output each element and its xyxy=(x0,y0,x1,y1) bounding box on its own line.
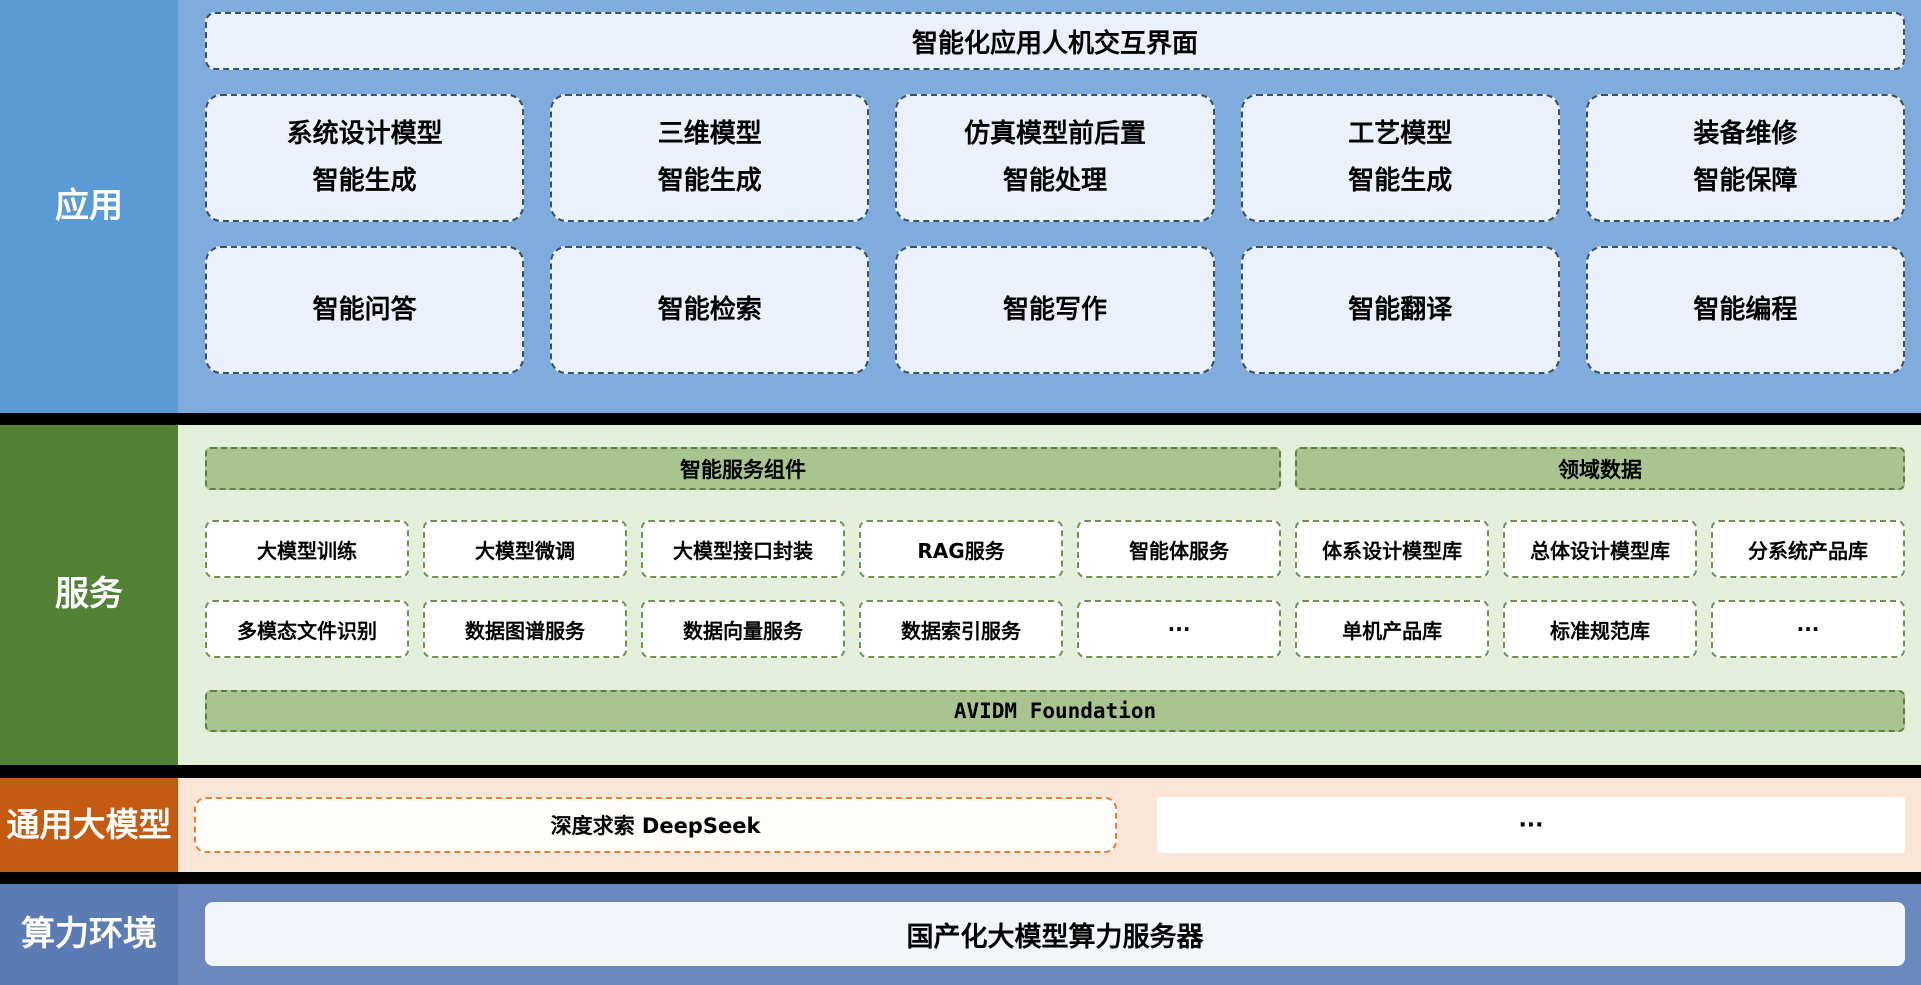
service-components-row-1: 大模型训练 大模型微调 大模型接口封装 RAG服务 智能体服务 xyxy=(205,520,1282,578)
app-box-smart-qa: 智能问答 xyxy=(205,246,525,374)
app-box-line: 智能处理 xyxy=(1002,166,1107,196)
foundation-model-layer-label: 通用大模型 xyxy=(0,778,178,872)
service-layer: 服务 智能服务组件 大模型训练 大模型微调 大模型接口封装 RAG服务 智能体服… xyxy=(0,425,1921,765)
compute-layer-label: 算力环境 xyxy=(0,884,178,985)
svc-box-more-left: ··· xyxy=(1077,600,1282,658)
compute-layer-content: 国产化大模型算力服务器 xyxy=(178,884,1921,985)
fm-box-deepseek: 深度求索 DeepSeek xyxy=(194,797,1117,853)
svc-box-subsystem-product-lib: 分系统产品库 xyxy=(1711,520,1905,578)
svc-box-vector-service: 数据向量服务 xyxy=(641,600,846,658)
app-box-line: 智能生成 xyxy=(1348,166,1453,196)
svc-box-unit-product-lib: 单机产品库 xyxy=(1295,600,1490,658)
app-box-smart-translation: 智能翻译 xyxy=(1240,246,1560,374)
svc-box-llm-api-wrapper: 大模型接口封装 xyxy=(641,520,846,578)
application-layer-content: 智能化应用人机交互界面 系统设计模型 智能生成 三维模型 智能生成 仿真模型前后… xyxy=(178,0,1921,413)
app-banner-hmi: 智能化应用人机交互界面 xyxy=(205,12,1905,70)
app-box-system-design-model: 系统设计模型 智能生成 xyxy=(205,94,525,222)
app-box-line: 三维模型 xyxy=(657,119,762,150)
svc-box-more-right: ··· xyxy=(1711,600,1905,658)
app-box-line: 工艺模型 xyxy=(1348,119,1453,150)
app-box-line: 仿真模型前后置 xyxy=(963,119,1146,150)
svc-box-index-service: 数据索引服务 xyxy=(859,600,1064,658)
domain-data-header: 领域数据 xyxy=(1295,447,1905,490)
domain-data-group: 领域数据 体系设计模型库 总体设计模型库 分系统产品库 单机产品库 标准规范库 … xyxy=(1295,447,1905,680)
svc-box-rag-service: RAG服务 xyxy=(859,520,1064,578)
service-components-header: 智能服务组件 xyxy=(205,447,1282,490)
avidm-foundation-bar: AVIDM Foundation xyxy=(205,690,1905,732)
svc-box-system-model-lib: 体系设计模型库 xyxy=(1295,520,1490,578)
compute-layer: 算力环境 国产化大模型算力服务器 xyxy=(0,884,1921,985)
svc-box-overall-model-lib: 总体设计模型库 xyxy=(1503,520,1698,578)
service-components-row-2: 多模态文件识别 数据图谱服务 数据向量服务 数据索引服务 ··· xyxy=(205,600,1282,658)
domain-data-row-2: 单机产品库 标准规范库 ··· xyxy=(1295,600,1905,658)
compute-server-box: 国产化大模型算力服务器 xyxy=(205,902,1905,966)
foundation-model-layer-content: 深度求索 DeepSeek ··· xyxy=(178,778,1921,872)
service-groups: 智能服务组件 大模型训练 大模型微调 大模型接口封装 RAG服务 智能体服务 多… xyxy=(205,447,1905,680)
svc-box-llm-training: 大模型训练 xyxy=(205,520,410,578)
svc-box-standards-lib: 标准规范库 xyxy=(1503,600,1698,658)
domain-data-row-1: 体系设计模型库 总体设计模型库 分系统产品库 xyxy=(1295,520,1905,578)
application-layer: 应用 智能化应用人机交互界面 系统设计模型 智能生成 三维模型 智能生成 仿真模… xyxy=(0,0,1921,413)
app-box-smart-retrieval: 智能检索 xyxy=(550,246,870,374)
layer-divider xyxy=(0,413,1921,425)
layer-divider xyxy=(0,765,1921,778)
svc-box-agent-service: 智能体服务 xyxy=(1077,520,1282,578)
svc-box-llm-finetune: 大模型微调 xyxy=(423,520,628,578)
foundation-model-layer: 通用大模型 深度求索 DeepSeek ··· xyxy=(0,778,1921,872)
svc-box-multimodal-recognition: 多模态文件识别 xyxy=(205,600,410,658)
app-box-line: 装备维修 xyxy=(1693,119,1798,150)
app-box-smart-coding: 智能编程 xyxy=(1585,246,1905,374)
app-box-simulation-model: 仿真模型前后置 智能处理 xyxy=(895,94,1215,222)
app-grid: 系统设计模型 智能生成 三维模型 智能生成 仿真模型前后置 智能处理 工艺模型 … xyxy=(205,94,1905,374)
app-box-line: 系统设计模型 xyxy=(286,119,443,150)
application-layer-label: 应用 xyxy=(0,0,178,413)
app-box-line: 智能保障 xyxy=(1693,166,1798,196)
fm-box-ellipsis: ··· xyxy=(1157,797,1905,853)
service-components-group: 智能服务组件 大模型训练 大模型微调 大模型接口封装 RAG服务 智能体服务 多… xyxy=(205,447,1282,680)
service-layer-content: 智能服务组件 大模型训练 大模型微调 大模型接口封装 RAG服务 智能体服务 多… xyxy=(178,425,1921,765)
app-box-equipment-maintenance: 装备维修 智能保障 xyxy=(1585,94,1905,222)
service-layer-label: 服务 xyxy=(0,425,178,765)
app-box-3d-model: 三维模型 智能生成 xyxy=(550,94,870,222)
svc-box-knowledge-graph: 数据图谱服务 xyxy=(423,600,628,658)
app-box-line: 智能生成 xyxy=(312,166,417,196)
app-box-line: 智能生成 xyxy=(657,166,762,196)
app-box-smart-writing: 智能写作 xyxy=(895,246,1215,374)
app-box-process-model: 工艺模型 智能生成 xyxy=(1240,94,1560,222)
layer-divider xyxy=(0,872,1921,884)
